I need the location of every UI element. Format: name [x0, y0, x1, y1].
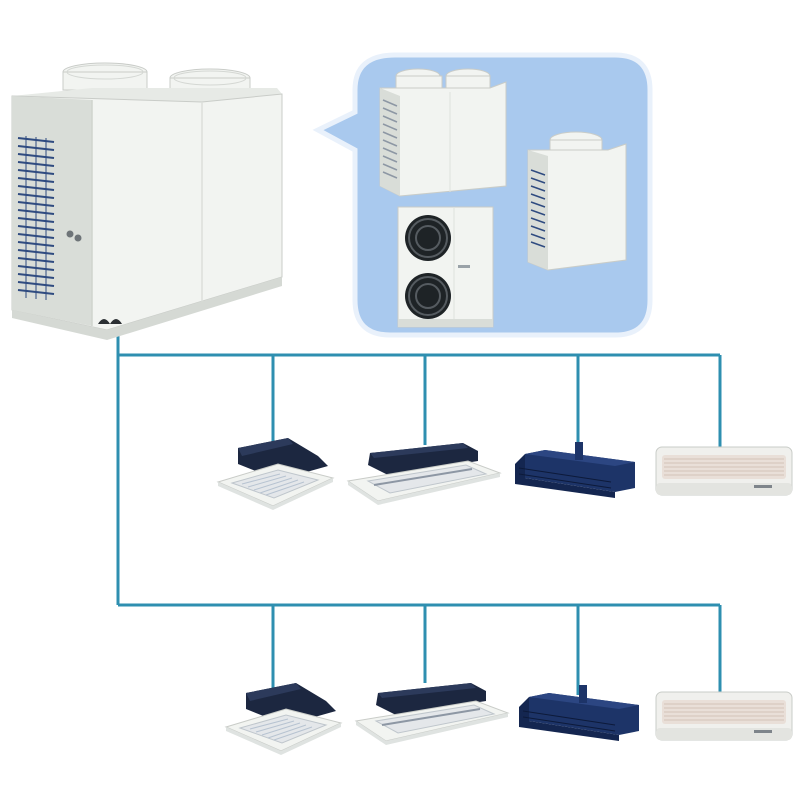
- outdoor-options-bubble: [312, 52, 653, 338]
- indoor-row-1: [216, 438, 793, 510]
- single-top-fan-outdoor-unit-icon: [527, 131, 627, 271]
- one-way-cassette-icon: [354, 683, 510, 745]
- side-discharge-twin-fan-outdoor-unit-icon: [397, 206, 494, 328]
- four-way-cassette-icon: [224, 683, 343, 755]
- one-way-cassette-icon: [346, 443, 502, 505]
- dual-fan-outdoor-unit-icon: [11, 62, 283, 340]
- ducted-unit-icon: [519, 685, 639, 741]
- top-discharge-outdoor-unit-icon: [379, 68, 507, 197]
- wall-mounted-split-icon: [655, 446, 793, 496]
- wall-mounted-split-icon: [655, 691, 793, 741]
- refrigerant-piping: [116, 325, 722, 695]
- four-way-cassette-icon: [216, 438, 335, 510]
- ducted-unit-icon: [515, 442, 635, 498]
- indoor-row-2: [224, 683, 793, 755]
